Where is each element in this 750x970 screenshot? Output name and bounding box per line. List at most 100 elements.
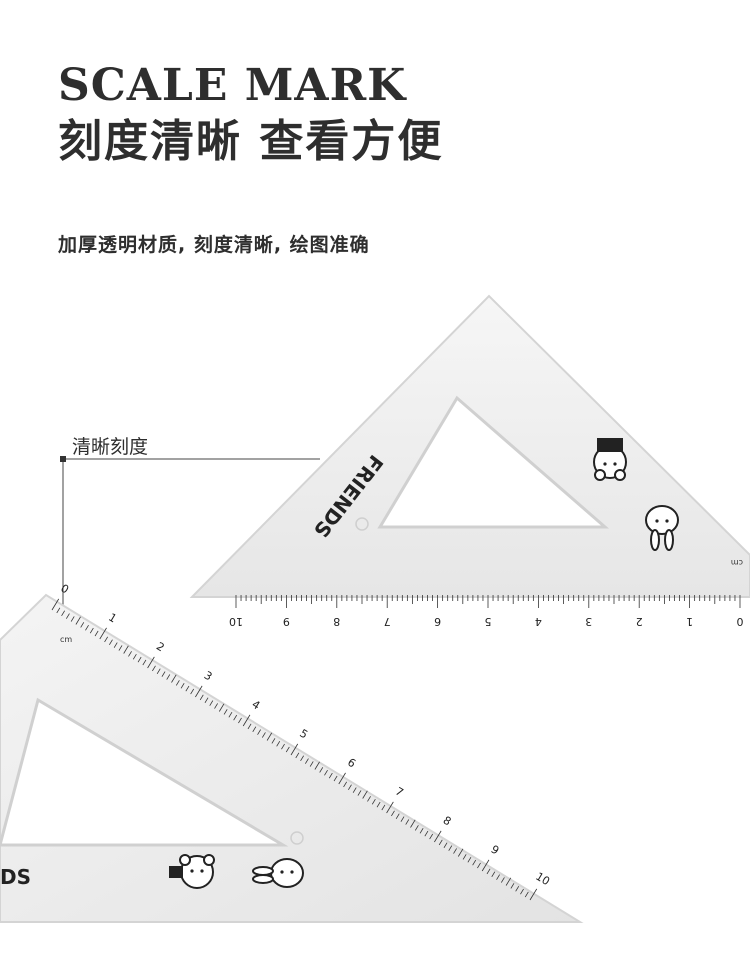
top-ruler-scale-label: 6 xyxy=(434,615,441,628)
top-ruler-scale-label: 1 xyxy=(686,615,693,628)
bottom-ruler-scale-tick xyxy=(228,711,233,718)
bottom-ruler-scale-label: 10 xyxy=(533,870,552,888)
bottom-ruler-scale-tick xyxy=(462,854,467,860)
top-ruler-scale-label: 3 xyxy=(585,615,592,628)
bottom-ruler-scale-tick xyxy=(367,796,371,802)
bottom-ruler-scale-tick xyxy=(156,668,161,675)
bottom-ruler-scale-tick xyxy=(515,885,520,892)
bottom-ruler-scale-tick xyxy=(276,740,281,747)
bottom-ruler-scale-tick xyxy=(128,651,132,657)
bottom-ruler-scale-tick xyxy=(400,816,405,822)
top-ruler-scale-label: 7 xyxy=(384,615,391,628)
bottom-ruler-unit: cm xyxy=(60,635,72,644)
bottom-ruler-scale-tick xyxy=(214,703,218,709)
top-ruler-scale-label: 8 xyxy=(333,615,340,628)
bottom-ruler-scale-tick xyxy=(199,694,204,701)
bottom-ruler-scale-tick xyxy=(94,630,99,637)
bottom-ruler-scale-tick xyxy=(481,859,490,872)
bottom-ruler-scale-tick xyxy=(65,613,70,619)
bottom-ruler-scale-tick xyxy=(304,758,309,764)
bear-character-icon xyxy=(593,438,627,481)
bottom-ruler-scale-tick xyxy=(175,680,180,686)
bottom-ruler-scale-tick xyxy=(295,752,300,759)
bottom-ruler-scale-tick xyxy=(185,685,190,692)
bottom-ruler-scale-tick xyxy=(118,645,123,651)
top-ruler-scale-label: 5 xyxy=(485,615,492,628)
bottom-ruler-scale-tick xyxy=(80,622,85,628)
heading-chinese: 刻度清晰 查看方便 xyxy=(58,116,444,167)
bottom-ruler-cutout xyxy=(0,697,289,847)
bottom-ruler-scale-tick xyxy=(137,656,142,663)
bottom-ruler-scale-tick xyxy=(242,714,251,727)
bottom-ruler-scale-tick xyxy=(247,723,252,730)
bottom-ruler-scale-tick xyxy=(376,801,381,808)
bottom-ruler-scale-tick xyxy=(161,671,166,677)
bottom-ruler-scale-tick xyxy=(109,639,113,646)
bottom-ruler-scale-tick xyxy=(443,842,448,849)
bottom-ruler-scale-tick xyxy=(266,732,273,741)
bottom-ruler-scale-tick xyxy=(209,700,214,706)
bottom-ruler-scale-tick xyxy=(524,891,529,898)
bottom-ruler-scale-tick xyxy=(477,862,481,869)
callout-label: 清晰刻度 xyxy=(72,436,149,458)
bottom-ruler-scale-tick xyxy=(343,781,348,788)
top-ruler-scale-label: 10 xyxy=(229,615,243,628)
bottom-ruler-scale-tick xyxy=(271,738,276,744)
top-ruler-scale-label: 9 xyxy=(283,615,290,628)
bottom-ruler-scale-tick xyxy=(424,830,429,837)
bottom-ruler-ticks xyxy=(51,598,538,901)
bottom-ruler-scale-label: 5 xyxy=(297,727,310,742)
bottom-ruler-scale-tick xyxy=(414,825,419,831)
bottom-ruler-scale-tick xyxy=(319,767,324,773)
bottom-ruler-scale-tick xyxy=(510,883,515,889)
top-ruler-unit: cm xyxy=(731,558,743,567)
rabbit-character-icon xyxy=(252,858,304,888)
bottom-ruler-scale-tick xyxy=(281,743,285,750)
bottom-ruler-scale-tick xyxy=(348,784,352,791)
bottom-ruler-scale-label: 6 xyxy=(345,756,358,771)
bottom-ruler-scale-tick xyxy=(496,874,500,880)
bottom-ruler-scale-label: 9 xyxy=(489,843,502,858)
bottom-ruler-scale-tick xyxy=(448,845,453,851)
bottom-ruler-scale-tick xyxy=(314,761,320,770)
top-ruler-scale-label: 2 xyxy=(636,615,643,628)
bottom-ruler-scale-tick xyxy=(371,798,376,805)
bottom-ruler-scale-tick xyxy=(195,685,203,698)
bottom-ruler-scale-label: 0 xyxy=(58,582,71,597)
bottom-ruler-scale-tick xyxy=(381,804,386,811)
bottom-ruler-scale-tick xyxy=(113,642,118,648)
bottom-ruler-scale-tick xyxy=(410,819,416,828)
bottom-ruler-scale-tick xyxy=(520,888,524,895)
bottom-ruler-scale-tick xyxy=(190,688,195,695)
bottom-ruler-scale-tick xyxy=(457,848,464,857)
bottom-ruler-scale-label: 7 xyxy=(393,785,406,800)
bottom-ruler-scale-tick xyxy=(290,743,299,756)
bottom-ruler-scale-tick xyxy=(352,787,357,793)
rabbit-character-icon xyxy=(645,505,679,551)
bottom-ruler-scale-tick xyxy=(362,790,368,799)
bottom-ruler-scale-tick xyxy=(300,755,305,762)
bottom-ruler-scale-tick xyxy=(56,607,61,614)
bottom-ruler-scale-tick xyxy=(395,813,400,820)
bottom-ruler-scale-tick xyxy=(204,697,209,704)
bottom-ruler-scale-tick xyxy=(324,769,328,776)
bottom-ruler-scale-tick xyxy=(309,761,314,767)
bottom-ruler-scale-tick xyxy=(529,888,538,901)
bottom-ruler-scale-tick xyxy=(285,746,290,753)
bottom-ruler-scale-tick xyxy=(70,616,75,622)
bottom-ruler-scale-tick xyxy=(75,616,81,625)
bottom-ruler-scale-label: 8 xyxy=(441,814,454,829)
bottom-ruler-scale-tick xyxy=(99,627,107,640)
bottom-ruler-scale-tick xyxy=(218,703,225,712)
bottom-ruler-scale-tick xyxy=(166,674,171,680)
bottom-ruler-scale-tick xyxy=(386,801,394,814)
top-ruler-scale-label: 4 xyxy=(535,615,542,628)
bottom-ruler-scale-tick xyxy=(491,871,496,878)
bottom-ruler-scale-tick xyxy=(357,790,362,796)
bottom-ruler-scale-tick xyxy=(180,682,185,689)
top-ruler-cutout xyxy=(377,395,610,529)
bottom-ruler-scale-tick xyxy=(261,732,266,738)
bottom-ruler-scale-label: 3 xyxy=(202,669,215,684)
bottom-ruler-scale-tick xyxy=(123,645,129,654)
